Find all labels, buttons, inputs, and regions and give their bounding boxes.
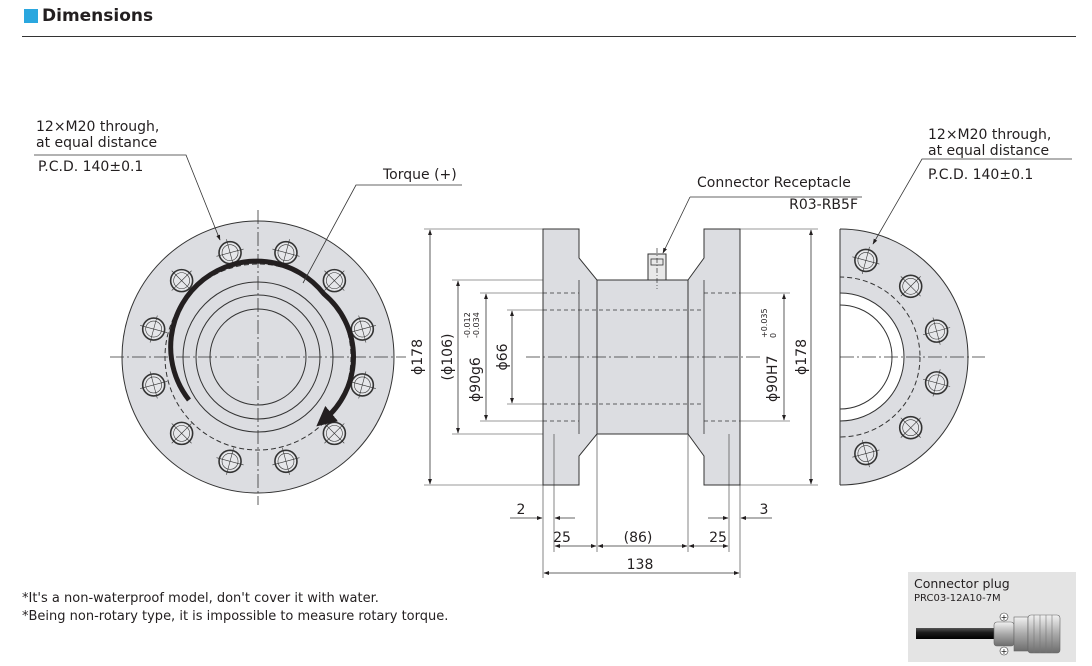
dim-90H7-value: ϕ90H7 <box>765 356 781 402</box>
torque-arrow-icon <box>168 258 357 427</box>
bolt-holes-right <box>758 246 951 468</box>
bolt-hole <box>801 440 828 467</box>
side-view <box>424 196 862 578</box>
bolt-hole <box>169 421 194 446</box>
svg-text:+: + <box>1001 613 1008 622</box>
bolt-holes-left <box>140 239 376 475</box>
dim-flange-diameter-right: ϕ178 <box>794 339 810 375</box>
bolt-hole <box>322 421 347 446</box>
dim-flange-width-left: 25 <box>553 530 571 546</box>
left-front-view <box>34 154 462 505</box>
left-hole-note-line1: 12×M20 through, <box>36 119 159 135</box>
connector-plug-title: Connector plug <box>914 576 1010 591</box>
dim-diameter-90g6: ϕ90g6 -0.012 -0.034 <box>463 312 484 402</box>
notes: *It's a non-waterproof model, don't cove… <box>22 590 448 626</box>
bolt-hole <box>348 315 376 343</box>
dim-90H7-tol-lower: 0 <box>769 333 778 338</box>
dim-overall-length: 138 <box>627 557 654 573</box>
dim-flange-diameter-left: ϕ178 <box>410 339 426 375</box>
dim-90g6-tol-upper: -0.012 <box>463 312 472 338</box>
dim-diameter-66: ϕ66 <box>495 343 511 370</box>
note-waterproof: *It's a non-waterproof model, don't cove… <box>22 591 379 606</box>
dim-90g6-value: ϕ90g6 <box>468 357 484 402</box>
right-half-view <box>758 158 1072 486</box>
bolt-hole <box>801 247 828 274</box>
bolt-hole <box>922 369 951 397</box>
section-header: Dimensions <box>24 6 153 26</box>
bolt-hole <box>758 417 780 439</box>
bolt-hole <box>140 371 168 399</box>
bolt-hole <box>758 275 780 297</box>
svg-text:+: + <box>1001 647 1008 656</box>
hole-note-leader-right <box>872 158 1072 245</box>
connector-receptacle <box>647 253 667 281</box>
bolt-hole <box>322 268 347 293</box>
torque-leader <box>302 184 462 284</box>
bolt-hole <box>852 439 880 468</box>
connector-receptacle-code: R03-RB5F <box>789 197 858 213</box>
right-pcd-label: P.C.D. 140±0.1 <box>928 167 1033 183</box>
connector-receptacle-label: Connector Receptacle <box>697 175 851 191</box>
header-rule <box>22 36 1076 37</box>
left-hole-note-line2: at equal distance <box>36 135 157 151</box>
bolt-hole <box>852 246 880 275</box>
hole-note-leader-left <box>34 154 221 241</box>
torque-label: Torque (+) <box>382 167 457 183</box>
dim-diameter-90H7: ϕ90H7 +0.035 0 <box>760 308 781 402</box>
connector-plug-code: PRC03-12A10-7M <box>914 593 1001 604</box>
connector-plug-panel: Connector plug PRC03-12A10-7M + + <box>908 572 1076 662</box>
bolt-hole <box>922 317 951 345</box>
connector-plug-icon: + + <box>916 612 1061 656</box>
bolt-hole <box>169 268 194 293</box>
dim-gap-2: 2 <box>517 502 526 518</box>
dim-90H7-tol-upper: +0.035 <box>760 308 769 338</box>
dim-gap-3: 3 <box>760 502 769 518</box>
note-non-rotary: *Being non-rotary type, it is impossible… <box>22 609 449 624</box>
dim-90g6-tol-lower: -0.034 <box>472 312 481 338</box>
dim-body-length: (86) <box>624 530 653 546</box>
bolt-hole <box>272 239 300 267</box>
bolt-hole <box>272 447 300 475</box>
section-marker-icon <box>24 9 38 23</box>
right-hole-note-line1: 12×M20 through, <box>928 127 1051 143</box>
right-hole-note-line2: at equal distance <box>928 143 1049 159</box>
bolt-hole <box>140 315 168 343</box>
bolt-hole <box>898 415 923 440</box>
dim-diameter-106: (ϕ106) <box>440 334 456 381</box>
left-pcd-label: P.C.D. 140±0.1 <box>38 159 143 175</box>
bolt-hole <box>898 274 923 299</box>
dim-flange-width-right: 25 <box>709 530 727 546</box>
section-title: Dimensions <box>42 6 154 26</box>
bolt-hole <box>216 447 244 475</box>
bolt-hole <box>348 371 376 399</box>
